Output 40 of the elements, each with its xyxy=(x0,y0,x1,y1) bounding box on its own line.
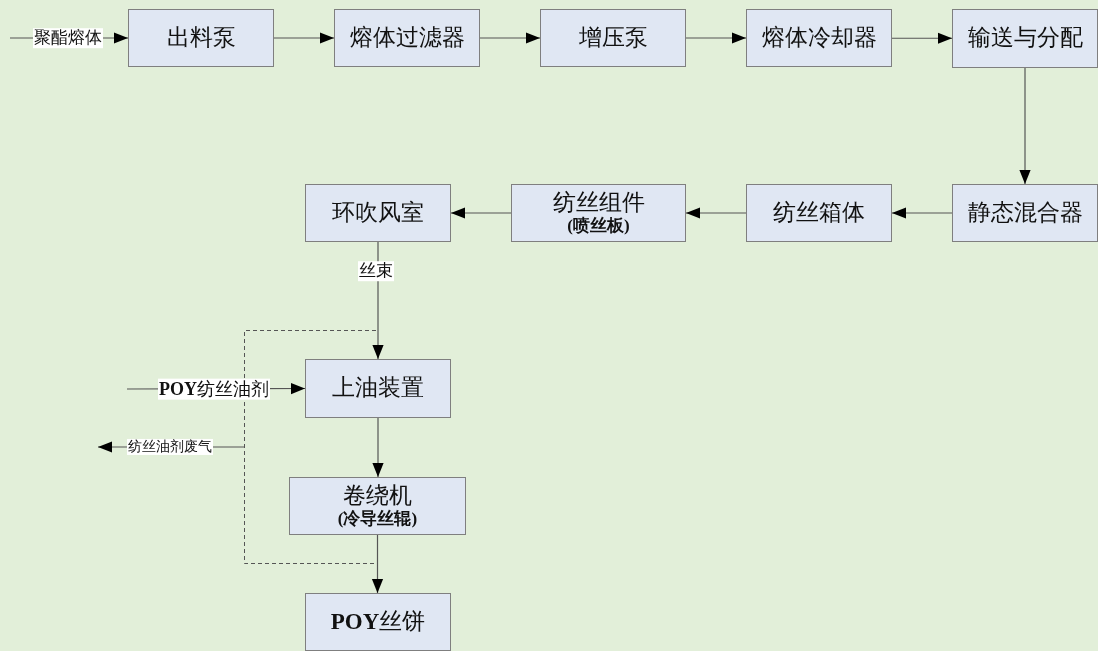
process-box xyxy=(746,9,892,67)
process-box xyxy=(952,184,1098,242)
process-box xyxy=(305,593,451,651)
edge-label: POY纺丝油剂 xyxy=(158,378,270,400)
box-label: POY丝饼 xyxy=(330,608,426,636)
arrow xyxy=(1019,67,1031,185)
process-box xyxy=(746,184,892,242)
box-sublabel: (喷丝板) xyxy=(567,216,630,237)
process-box xyxy=(289,477,466,535)
process-box xyxy=(305,184,451,242)
box-label: 增压泵 xyxy=(578,24,648,52)
edge-label: 聚酯熔体 xyxy=(33,28,103,48)
arrow xyxy=(479,32,541,44)
arrow xyxy=(371,534,384,594)
edge-label: 纺丝油剂废气 xyxy=(127,438,213,456)
process-box xyxy=(511,184,686,242)
process-box xyxy=(305,359,451,418)
process-box xyxy=(128,9,274,67)
box-label: 输送与分配 xyxy=(967,25,1083,52)
arrow xyxy=(273,32,335,44)
box-label: 纺丝组件 xyxy=(552,189,645,216)
box-label: 出料泵 xyxy=(166,24,236,52)
arrow xyxy=(450,207,512,219)
arrow xyxy=(891,207,953,219)
process-box xyxy=(334,9,480,67)
arrow xyxy=(685,32,747,44)
box-label: 熔体冷却器 xyxy=(761,24,877,52)
arrow xyxy=(891,32,953,44)
box-label: 环吹风室 xyxy=(332,199,424,227)
arrow xyxy=(372,417,384,478)
box-label: 纺丝箱体 xyxy=(773,199,865,227)
box-label: 熔体过滤器 xyxy=(349,24,465,52)
process-box xyxy=(540,9,686,67)
box-sublabel: (冷导丝辊) xyxy=(337,509,418,530)
box-label: 卷绕机 xyxy=(343,482,412,509)
box-label: 静态混合器 xyxy=(967,199,1083,227)
arrow xyxy=(685,207,747,219)
edge-label: 丝束 xyxy=(358,261,394,281)
box-label: 上油装置 xyxy=(332,375,424,402)
process-box xyxy=(952,9,1098,68)
